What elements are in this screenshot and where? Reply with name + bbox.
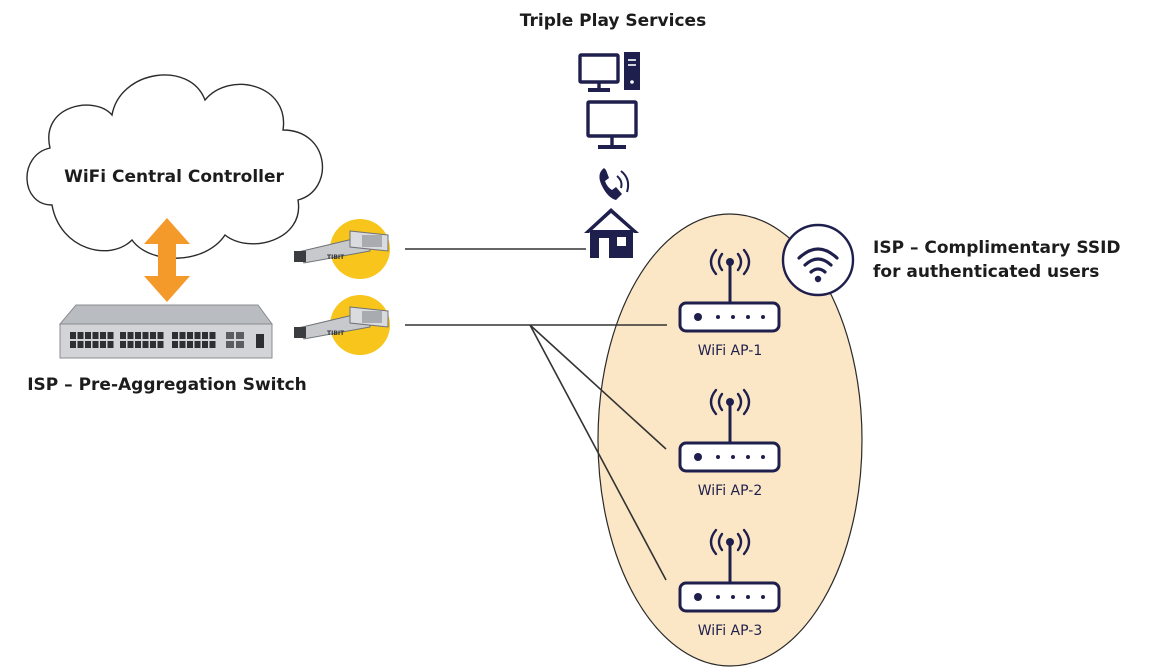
sfp-connector bbox=[294, 327, 306, 338]
switch-port bbox=[150, 332, 156, 339]
switch-port bbox=[100, 341, 106, 348]
sfp-module-2: TIBIT bbox=[294, 295, 390, 355]
router-dot bbox=[746, 595, 750, 599]
switch-port bbox=[202, 341, 208, 348]
switch-port bbox=[85, 332, 91, 339]
router-body bbox=[678, 581, 781, 613]
switch-ports bbox=[70, 332, 264, 348]
switch-port bbox=[157, 341, 164, 348]
switch-port bbox=[120, 341, 126, 348]
switch-port bbox=[172, 341, 178, 348]
router-body bbox=[678, 441, 781, 473]
switch-port bbox=[202, 332, 208, 339]
wifi-icon bbox=[797, 247, 839, 274]
switch-port bbox=[209, 332, 216, 339]
sfp-latch bbox=[362, 235, 382, 247]
router-dot bbox=[746, 455, 750, 459]
switch-port bbox=[127, 341, 134, 348]
uplink-port bbox=[226, 332, 234, 339]
access-point-1: WiFi AP-1 bbox=[678, 248, 781, 359]
switch-port bbox=[127, 332, 134, 339]
switch-port bbox=[194, 332, 201, 339]
switch-port bbox=[142, 332, 149, 339]
uplink-port bbox=[236, 332, 244, 339]
router-dot bbox=[761, 455, 765, 459]
sfp-latch bbox=[362, 311, 382, 323]
pre-aggregation-switch bbox=[58, 304, 273, 359]
switch-port bbox=[142, 341, 149, 348]
switch-port bbox=[179, 332, 186, 339]
switch-port bbox=[77, 332, 84, 339]
bidirectional-arrow-icon bbox=[144, 218, 190, 302]
switch-port bbox=[179, 341, 186, 348]
connection-lines bbox=[405, 248, 667, 581]
switch-port bbox=[135, 332, 141, 339]
sfp-brand-label: TIBIT bbox=[327, 254, 345, 261]
router-dot bbox=[746, 315, 750, 319]
access-point-label: WiFi AP-2 bbox=[698, 483, 762, 499]
monitor-icon bbox=[586, 100, 638, 149]
switch-port bbox=[187, 341, 193, 348]
triple-play-title: Triple Play Services bbox=[520, 11, 706, 31]
sfp-module-1: TIBIT bbox=[294, 219, 390, 279]
console-port bbox=[256, 334, 264, 348]
switch-port bbox=[107, 332, 114, 339]
access-point-label: WiFi AP-1 bbox=[698, 343, 762, 359]
house-icon bbox=[584, 208, 639, 258]
uplink-port bbox=[226, 341, 234, 348]
access-point-2: WiFi AP-2 bbox=[678, 388, 781, 499]
router-dot bbox=[716, 595, 720, 599]
sfp-connector bbox=[294, 251, 306, 262]
switch-port bbox=[92, 341, 99, 348]
switch-port bbox=[92, 332, 99, 339]
router-dot bbox=[761, 315, 765, 319]
router-dot bbox=[716, 315, 720, 319]
link-branch-ap3 bbox=[529, 324, 667, 581]
switch-port bbox=[135, 341, 141, 348]
router-dot bbox=[731, 455, 735, 459]
uplink-port bbox=[236, 341, 244, 348]
switch-port bbox=[77, 341, 84, 348]
desktop-tower-icon bbox=[578, 52, 640, 92]
switch-port bbox=[85, 341, 91, 348]
switch-port bbox=[70, 332, 76, 339]
router-dot bbox=[731, 315, 735, 319]
router-dot bbox=[716, 455, 720, 459]
router-led bbox=[694, 313, 702, 321]
switch-label: ISP – Pre-Aggregation Switch bbox=[27, 375, 307, 395]
link-branch-ap2 bbox=[529, 324, 667, 450]
router-led bbox=[694, 453, 702, 461]
antenna-signal-icon bbox=[709, 528, 751, 585]
switch-port bbox=[187, 332, 193, 339]
wifi-badge bbox=[781, 223, 855, 297]
switch-port bbox=[120, 332, 126, 339]
switch-port bbox=[100, 332, 106, 339]
router-led bbox=[694, 593, 702, 601]
phone-icon bbox=[599, 168, 630, 200]
antenna-signal-icon bbox=[709, 388, 751, 445]
ssid-label-line1: ISP – Complimentary SSID bbox=[873, 238, 1121, 258]
router-dot bbox=[731, 595, 735, 599]
switch-port bbox=[150, 341, 156, 348]
switch-port bbox=[157, 332, 164, 339]
antenna-signal-icon bbox=[709, 248, 751, 305]
switch-port bbox=[172, 332, 178, 339]
switch-port bbox=[70, 341, 76, 348]
switch-port bbox=[209, 341, 216, 348]
switch-port bbox=[194, 341, 201, 348]
cloud-label: WiFi Central Controller bbox=[64, 167, 284, 187]
ssid-label-line2: for authenticated users bbox=[873, 262, 1099, 282]
router-dot bbox=[761, 595, 765, 599]
sfp-brand-label: TIBIT bbox=[327, 330, 345, 337]
access-point-3: WiFi AP-3 bbox=[678, 528, 781, 639]
access-point-label: WiFi AP-3 bbox=[698, 623, 762, 639]
router-body bbox=[678, 301, 781, 333]
switch-port bbox=[107, 341, 114, 348]
